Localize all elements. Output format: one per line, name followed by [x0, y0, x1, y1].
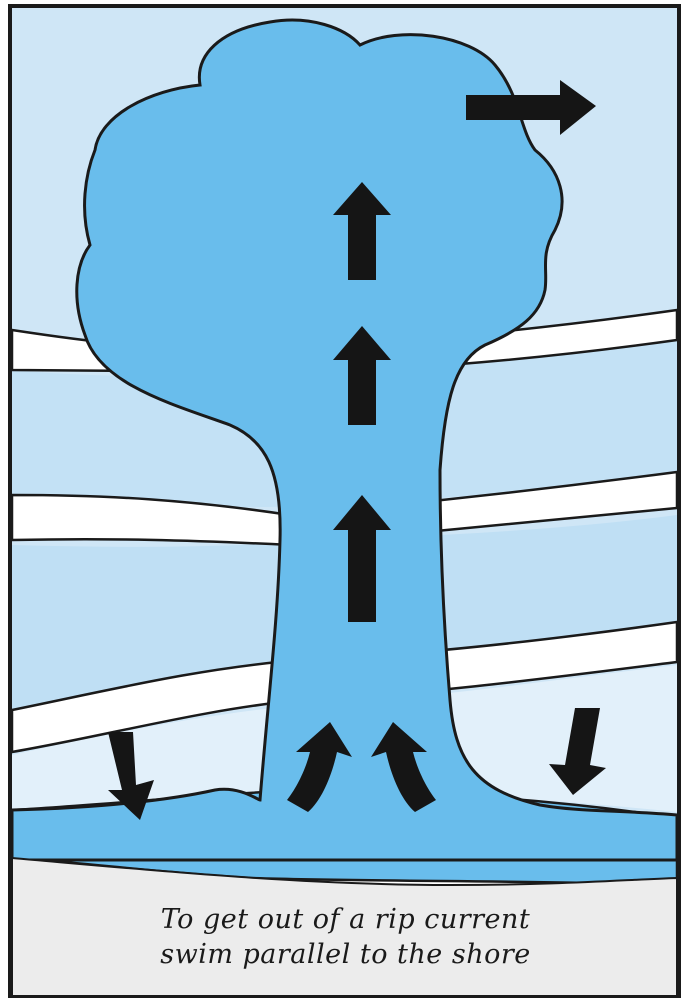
caption: To get out of a rip current swim paralle… — [14, 902, 677, 994]
caption-line-1: To get out of a rip current — [14, 902, 677, 937]
caption-line-2: swim parallel to the shore — [14, 937, 677, 972]
